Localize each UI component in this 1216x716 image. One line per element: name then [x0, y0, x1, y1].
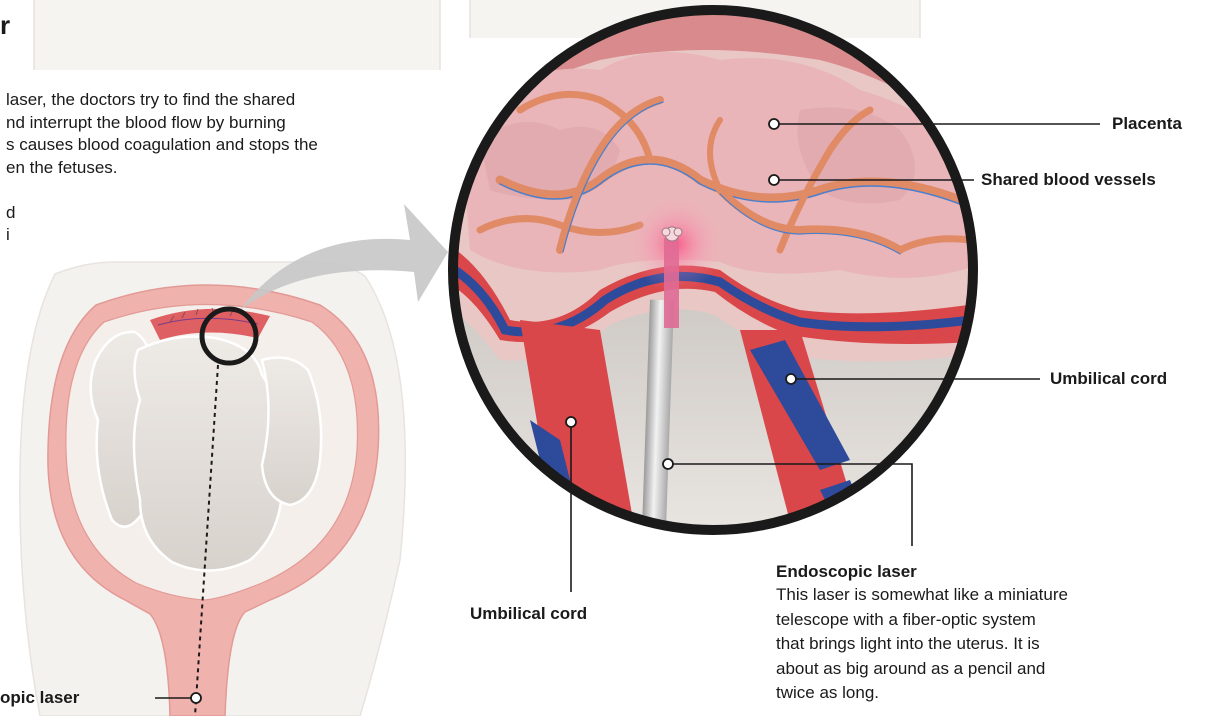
- endoscopic-laser-line-3: that brings light into the uterus. It is: [776, 632, 1040, 657]
- endoscopic-laser-line-4: about as big around as a pencil and: [776, 657, 1045, 682]
- endoscopic-laser-line-5: twice as long.: [776, 681, 879, 706]
- endoscopic-laser-line-1: This laser is somewhat like a miniature: [776, 583, 1068, 608]
- endoscopic-laser-line-2: telescope with a fiber-optic system: [776, 608, 1036, 633]
- magnified-view: [440, 0, 1000, 560]
- intro-line-4: en the fetuses.: [6, 157, 118, 180]
- header-fragment: r: [0, 10, 10, 41]
- label-umbilical-cord-bottom: Umbilical cord: [470, 604, 587, 624]
- intro-line-1: laser, the doctors try to find the share…: [6, 89, 295, 112]
- label-endoscopic-laser-left: opic laser: [0, 688, 79, 708]
- endoscopic-laser-title: Endoscopic laser: [776, 561, 917, 583]
- label-umbilical-cord-right: Umbilical cord: [1050, 369, 1167, 389]
- label-placenta: Placenta: [1112, 114, 1182, 134]
- intro-line-3: s causes blood coagulation and stops the: [6, 134, 318, 157]
- intro-line-2: nd interrupt the blood flow by burning: [6, 112, 286, 135]
- label-shared-blood-vessels: Shared blood vessels: [981, 170, 1156, 190]
- intro-fragment-2: i: [6, 224, 10, 247]
- intro-fragment-1: d: [6, 202, 15, 225]
